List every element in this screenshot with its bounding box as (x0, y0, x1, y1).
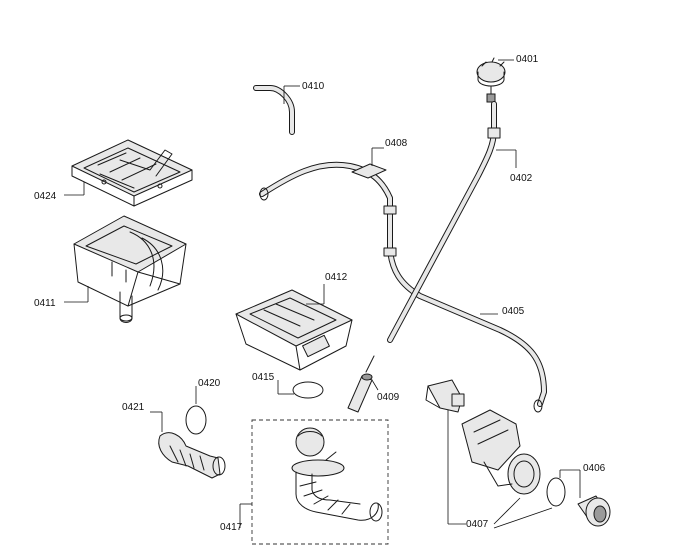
part-0410-bent-hose[interactable] (253, 85, 295, 135)
label-0424: 0424 (34, 191, 57, 202)
label-0417: 0417 (220, 522, 243, 533)
label-0409: 0409 (377, 392, 400, 403)
group-box-0417 (251, 419, 389, 545)
part-0420-seal-ring[interactable] (185, 405, 207, 435)
label-0408: 0408 (385, 138, 408, 149)
label-0406: 0406 (583, 463, 606, 474)
part-0409-valve[interactable] (347, 355, 375, 413)
label-0401: 0401 (516, 54, 539, 65)
part-0407-drain-pump[interactable] (425, 379, 541, 495)
leader-0407c (493, 497, 521, 525)
leader-0409 (371, 379, 379, 391)
label-0415: 0415 (252, 372, 275, 383)
label-0402: 0402 (510, 173, 533, 184)
label-0421: 0421 (122, 402, 145, 413)
part-0406-seal-ring[interactable] (546, 477, 566, 507)
part-0406-pump-filter[interactable] (577, 495, 611, 527)
part-0411-dispenser-housing[interactable] (73, 215, 187, 323)
part-0424-dispenser-cover[interactable] (71, 139, 193, 207)
label-0405: 0405 (502, 306, 525, 317)
part-0408-fill-hose[interactable] (259, 161, 547, 413)
leader-0407d (493, 507, 553, 529)
part-0421-drain-elbow[interactable] (158, 432, 226, 479)
part-0402-pressure-hose[interactable] (387, 101, 501, 343)
label-0407: 0407 (466, 519, 489, 530)
part-0412-detergent-drawer[interactable] (235, 289, 353, 371)
part-0401-pressure-switch[interactable] (476, 57, 506, 103)
part-0415-seal-ring[interactable] (292, 381, 324, 399)
part-0417-sump-hose[interactable] (291, 427, 383, 522)
label-0410: 0410 (302, 81, 325, 92)
label-0420: 0420 (198, 378, 221, 389)
label-0412: 0412 (325, 272, 348, 283)
label-0411: 0411 (34, 298, 56, 309)
